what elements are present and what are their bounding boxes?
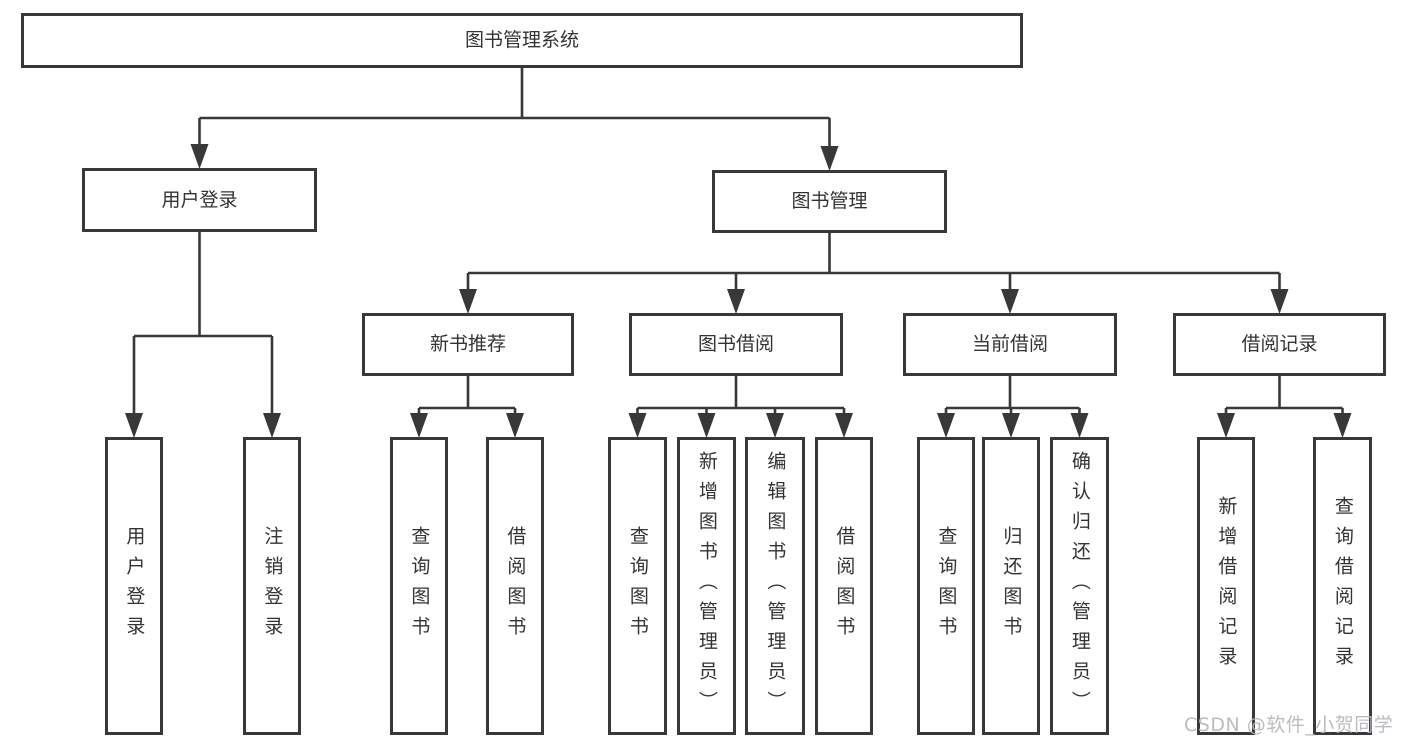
node-label-current-borrow: 当前借阅 xyxy=(971,333,1048,356)
node-leaf-bb-query: 查询图书 xyxy=(608,437,667,735)
node-leaf-logout: 注销登录 xyxy=(243,437,301,735)
watermark: CSDN @软件_小贺同学 xyxy=(1184,714,1394,736)
arrowhead-icon xyxy=(937,413,955,438)
arrowhead-icon xyxy=(628,413,647,438)
node-leaf-bb-add: 新增图书（管理员） xyxy=(677,437,736,735)
node-leaf-cb-confirm: 确认归还（管理员） xyxy=(1050,437,1109,735)
arrowhead-icon xyxy=(125,413,143,438)
node-user-login: 用户登录 xyxy=(82,168,317,232)
node-label-leaf-bb-query: 查询图书 xyxy=(626,526,649,646)
connector-root xyxy=(198,68,831,153)
connector-current-borrow xyxy=(944,376,1081,420)
node-leaf-user-login: 用户登录 xyxy=(105,437,163,735)
arrowhead-icon xyxy=(766,413,784,438)
arrowhead-icon xyxy=(263,413,281,438)
arrowhead-icon xyxy=(820,146,839,171)
node-label-user-login: 用户登录 xyxy=(161,188,238,211)
node-leaf-nbr-borrow: 借阅图书 xyxy=(486,437,544,735)
node-new-book-rec: 新书推荐 xyxy=(362,313,574,376)
node-leaf-cb-query: 查询图书 xyxy=(917,437,975,735)
node-leaf-bb-borrow: 借阅图书 xyxy=(815,437,873,735)
node-label-leaf-cb-confirm: 确认归还（管理员） xyxy=(1068,451,1091,721)
node-borrow-records: 借阅记录 xyxy=(1173,313,1386,376)
node-label-leaf-br-add: 新增借阅记录 xyxy=(1215,496,1238,676)
node-current-borrow: 当前借阅 xyxy=(903,313,1117,376)
node-leaf-nbr-query: 查询图书 xyxy=(390,437,448,735)
arrowhead-icon xyxy=(410,413,428,438)
arrowhead-icon xyxy=(835,413,853,438)
node-label-leaf-user-login: 用户登录 xyxy=(123,526,146,646)
connector-user-login xyxy=(132,232,274,420)
arrowhead-icon xyxy=(1333,413,1352,438)
arrowhead-icon xyxy=(1217,413,1235,438)
arrowhead-icon xyxy=(697,413,716,438)
connector-new-book-rec xyxy=(417,376,517,420)
arrowhead-icon xyxy=(727,289,745,314)
node-label-leaf-bb-borrow: 借阅图书 xyxy=(833,526,856,646)
node-label-root: 图书管理系统 xyxy=(464,29,579,52)
arrowhead-icon xyxy=(190,144,209,169)
node-label-leaf-br-query: 查询借阅记录 xyxy=(1331,496,1354,676)
connector-book-borrow xyxy=(636,376,846,420)
node-leaf-br-query: 查询借阅记录 xyxy=(1313,437,1372,735)
connector-book-mgmt xyxy=(466,233,1281,296)
node-label-leaf-logout: 注销登录 xyxy=(261,526,284,646)
node-label-borrow-records: 借阅记录 xyxy=(1241,333,1318,356)
node-label-leaf-cb-query: 查询图书 xyxy=(935,526,958,646)
node-label-leaf-bb-edit: 编辑图书（管理员） xyxy=(764,451,787,721)
node-label-leaf-nbr-query: 查询图书 xyxy=(408,526,431,646)
node-leaf-cb-return: 归还图书 xyxy=(982,437,1040,735)
node-label-leaf-cb-return: 归还图书 xyxy=(1000,526,1023,646)
connector-borrow-records xyxy=(1224,376,1344,420)
node-root: 图书管理系统 xyxy=(21,13,1023,68)
arrowhead-icon xyxy=(506,413,524,438)
node-label-new-book-rec: 新书推荐 xyxy=(429,333,506,356)
node-label-leaf-nbr-borrow: 借阅图书 xyxy=(504,526,527,646)
node-leaf-bb-edit: 编辑图书（管理员） xyxy=(745,437,805,735)
node-book-borrow: 图书借阅 xyxy=(629,313,843,376)
node-label-book-mgmt: 图书管理 xyxy=(791,190,868,213)
arrowhead-icon xyxy=(1001,289,1019,314)
node-label-leaf-bb-add: 新增图书（管理员） xyxy=(695,451,718,721)
node-leaf-br-add: 新增借阅记录 xyxy=(1197,437,1255,735)
arrowhead-icon xyxy=(1270,289,1289,314)
node-book-mgmt: 图书管理 xyxy=(712,170,947,233)
arrowhead-icon xyxy=(1070,413,1089,438)
arrowhead-icon xyxy=(459,289,477,314)
arrowhead-icon xyxy=(1002,413,1020,438)
node-label-book-borrow: 图书借阅 xyxy=(697,333,774,356)
